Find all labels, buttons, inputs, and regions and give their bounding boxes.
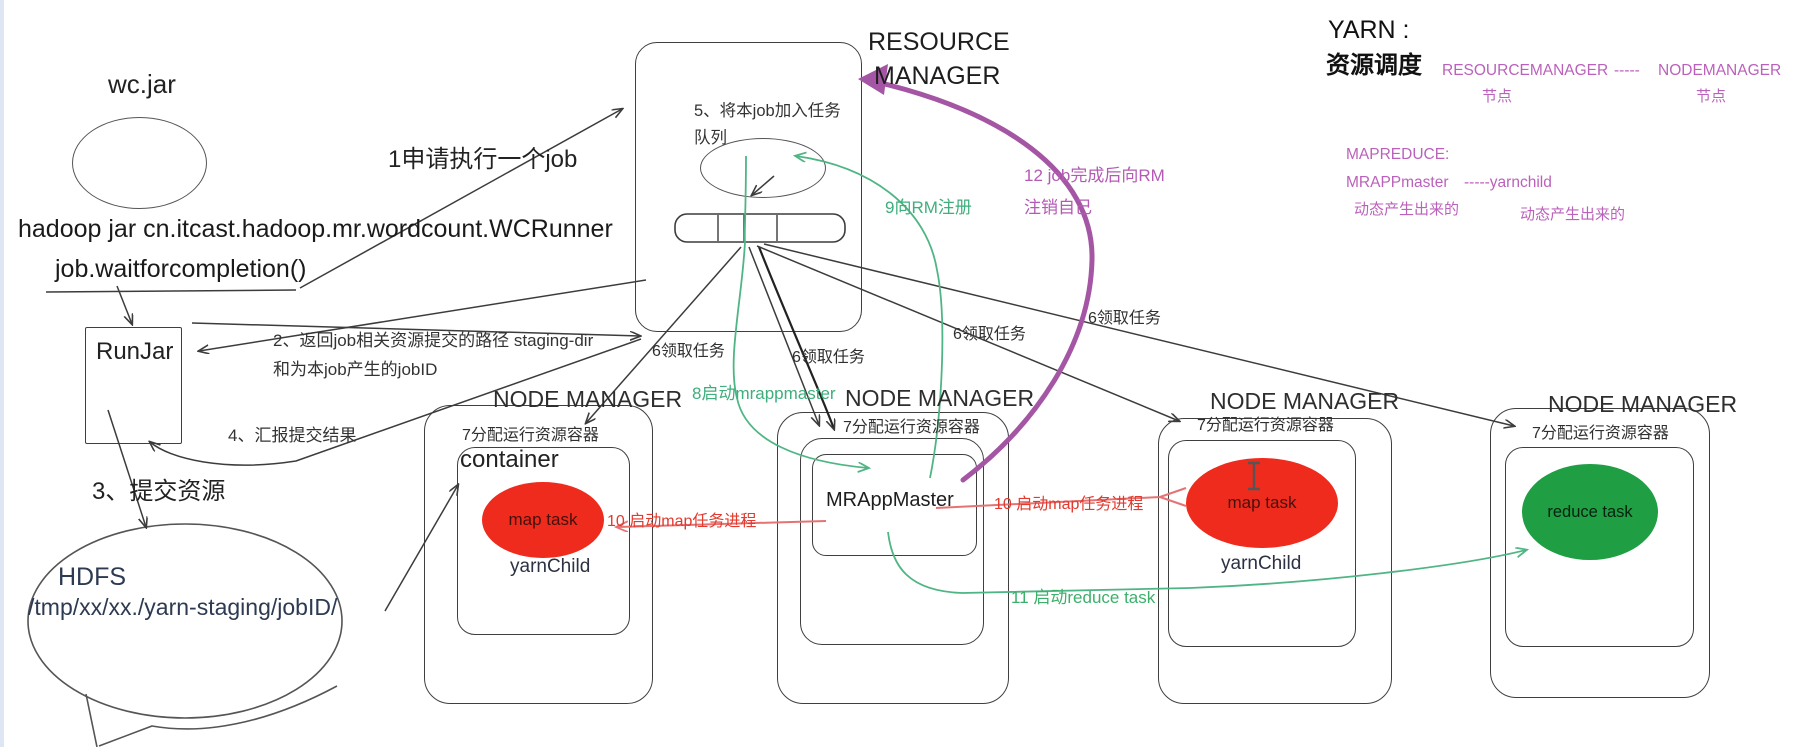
reduce-task-label: reduce task — [1547, 502, 1633, 521]
note-nm-node: 节点 — [1696, 88, 1727, 105]
step5-label-line2: 队列 — [694, 129, 727, 147]
note-resourcemanager: RESOURCEMANAGER — [1442, 62, 1609, 79]
hadoop-command: hadoop jar cn.itcast.hadoop.mr.wordcount… — [18, 215, 613, 243]
node-manager-4-title: NODE MANAGER — [1548, 391, 1738, 417]
step10-right-label: 10 启动map任务进程 — [994, 496, 1144, 513]
note-mrappmaster: MRAPPmaster — [1346, 174, 1449, 191]
step2-label-line1: 2、返回job相关资源提交的路径 staging-dir — [273, 331, 594, 350]
container-label: container — [460, 446, 559, 473]
node-manager-4-alloc-label: 7分配运行资源容器 — [1532, 425, 1669, 442]
node-manager-2-alloc-label: 7分配运行资源容器 — [843, 419, 980, 436]
step2-label-line2: 和为本job产生的jobID — [273, 360, 438, 379]
note-link-dashes: ----- — [1614, 62, 1640, 79]
yarn-subtitle: 资源调度 — [1326, 52, 1422, 79]
yarnchild-2-label: yarnChild — [1221, 553, 1302, 574]
yarn-title: YARN : — [1328, 16, 1410, 44]
hdfs-bubble — [27, 523, 343, 719]
step6-label-4: 6领取任务 — [1088, 310, 1161, 327]
step12-label-line1: 12 job完成后向RM — [1024, 166, 1165, 185]
step11-label: 11 启动reduce task — [1011, 588, 1156, 607]
note-yarnchild-link: -----yarnchild — [1464, 174, 1552, 191]
step6-label-2: 6领取任务 — [792, 349, 865, 366]
node-manager-3-alloc-label: 7分配运行资源容器 — [1197, 417, 1334, 434]
arrow-1-apply-job — [299, 109, 622, 289]
yarnchild-1-label: yarnChild — [510, 556, 591, 577]
mrappmaster-label: MRAppMaster — [826, 489, 954, 511]
step9-label: 9向RM注册 — [885, 198, 972, 217]
node-manager-1-alloc-label: 7分配运行资源容器 — [462, 427, 599, 444]
note-nodemanager: NODEMANAGER — [1658, 62, 1782, 79]
step3-label: 3、提交资源 — [92, 478, 226, 505]
note-dynamic-1: 动态产生出来的 — [1354, 201, 1460, 218]
note-rm-node: 节点 — [1482, 88, 1513, 105]
resource-manager-title-line2: MANAGER — [874, 62, 1001, 90]
note-mapreduce: MAPREDUCE: — [1346, 146, 1450, 163]
step1-label: 1申请执行一个job — [388, 146, 578, 173]
step6-label-3: 6领取任务 — [953, 326, 1026, 343]
step5-label-line1: 5、将本job加入任务 — [694, 102, 841, 120]
resource-manager-title-line1: RESOURCE — [868, 28, 1010, 56]
waitcall-underline — [45, 289, 297, 293]
window-left-edge — [0, 0, 4, 747]
note-dynamic-2: 动态产生出来的 — [1520, 206, 1626, 223]
step6-label-1: 6领取任务 — [652, 343, 725, 360]
step8-label: 8启动mrappmaster — [692, 384, 836, 403]
wait-for-completion: job.waitforcompletion() — [55, 255, 307, 283]
hdfs-bubble-tail-right — [98, 685, 338, 747]
step4-label: 4、汇报提交结果 — [228, 426, 357, 445]
map-task-1-ellipse: map task — [482, 482, 604, 558]
runjar-label: RunJar — [96, 338, 174, 365]
map-task-1-label: map task — [508, 510, 578, 530]
node-manager-1-title: NODE MANAGER — [493, 386, 683, 412]
wc-jar-ellipse — [72, 117, 207, 209]
wc-jar-label: wc.jar — [108, 69, 176, 99]
arrow-waitcall-to-runjar — [116, 285, 132, 324]
hdfs-path: /tmp/xx/xx./yarn-staging/jobID/ — [28, 594, 338, 620]
map-task-2-ellipse: map task — [1186, 458, 1338, 548]
node-manager-3-title: NODE MANAGER — [1210, 388, 1400, 414]
hdfs-bubble-tail-left — [85, 693, 98, 747]
reduce-task-ellipse: reduce task — [1522, 464, 1658, 560]
node-manager-2-title: NODE MANAGER — [845, 385, 1035, 411]
step10-left-label: 10 启动map任务进程 — [607, 513, 757, 530]
map-task-2-label: map task — [1227, 493, 1297, 513]
step12-label-line2: 注销自己 — [1024, 198, 1092, 217]
hdfs-label: HDFS — [58, 563, 127, 591]
